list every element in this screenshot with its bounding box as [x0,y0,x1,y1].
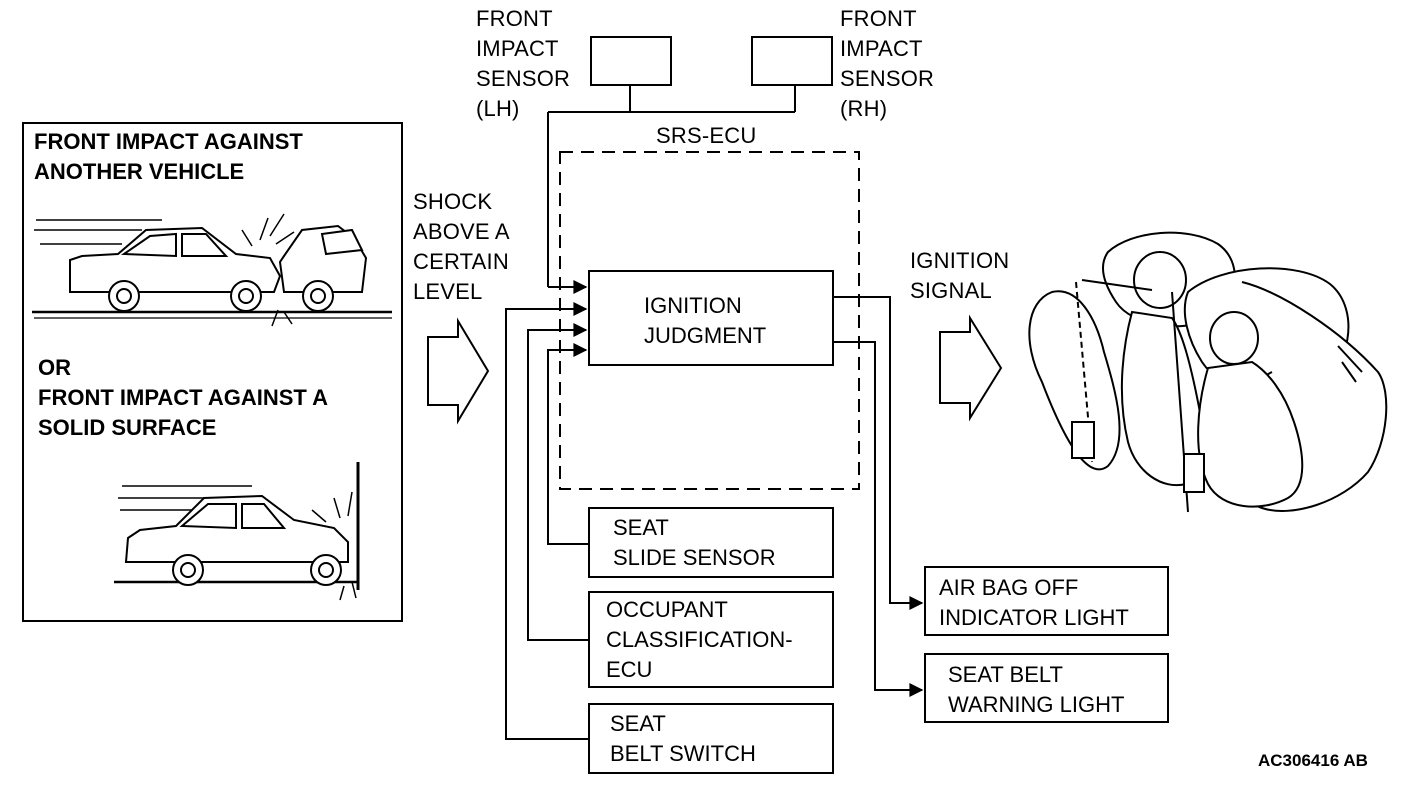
occupant-label-1: OCCUPANT [606,597,728,622]
seatbelt-warning-label-2: WARNING LIGHT [948,692,1125,717]
seat-belt-warning-light-box [924,653,1169,723]
occupant-label-3: ECU [606,657,653,682]
airbag-label-2: INDICATOR LIGHT [939,605,1129,630]
seat-slide-label-1: SEAT [613,515,669,540]
ignition-judgment-label-2: JUDGMENT [644,323,767,348]
ignition-signal-label-2: SIGNAL [910,278,992,303]
sensor-rh-label-1: FRONT [840,6,917,31]
car-wall-illustration [114,462,360,601]
seatbelt-warning-label-1: SEAT BELT [948,662,1063,687]
sensor-lh-label-4: (LH) [476,96,520,121]
occupant-label-2: CLASSIFICATION- [606,627,793,652]
scenario-line-3: FRONT IMPACT AGAINST A [38,385,329,410]
shock-label-4: LEVEL [413,279,483,304]
sensor-lh-label-3: SENSOR [476,66,571,91]
figure-code: AC306416 AB [1258,751,1368,770]
seat-slide-label-2: SLIDE SENSOR [613,545,776,570]
airbag-deployment-illustration [1028,231,1388,513]
sensor-rh-label-4: (RH) [840,96,888,121]
sensor-lh-label-1: FRONT [476,6,553,31]
scenario-or: OR [38,355,71,380]
shock-arrow-icon [427,317,490,425]
sensor-rh-label-2: IMPACT [840,36,923,61]
ignition-signal-label-1: IGNITION [910,248,1010,273]
seat-slide-sensor-box [588,507,834,578]
airbag-label-1: AIR BAG OFF [939,575,1079,600]
scenario-line-1: FRONT IMPACT AGAINST [34,129,303,154]
shock-label-1: SHOCK [413,189,493,214]
sensor-rh-label-3: SENSOR [840,66,935,91]
seat-belt-switch-label-1: SEAT [610,711,666,736]
shock-label-2: ABOVE A [413,219,510,244]
front-impact-sensor-rh-box [751,36,833,86]
air-bag-off-indicator-box [924,566,1169,636]
srs-ecu-boundary [559,151,860,490]
occupant-classification-ecu-box [588,591,834,688]
sensor-lh-label-2: IMPACT [476,36,559,61]
ignition-arrow-icon [939,314,1003,422]
seat-belt-switch-label-2: BELT SWITCH [610,741,756,766]
front-impact-sensor-lh-box [590,36,672,86]
scenario-line-4: SOLID SURFACE [38,415,217,440]
srs-ecu-label: SRS-ECU [656,123,757,148]
shock-label-3: CERTAIN [413,249,509,274]
scenario-line-2: ANOTHER VEHICLE [34,159,245,184]
car-collision-illustration [32,213,392,327]
ignition-judgment-label-1: IGNITION [644,293,742,318]
ignition-judgment-box [588,270,834,366]
seat-belt-switch-box [588,703,834,774]
